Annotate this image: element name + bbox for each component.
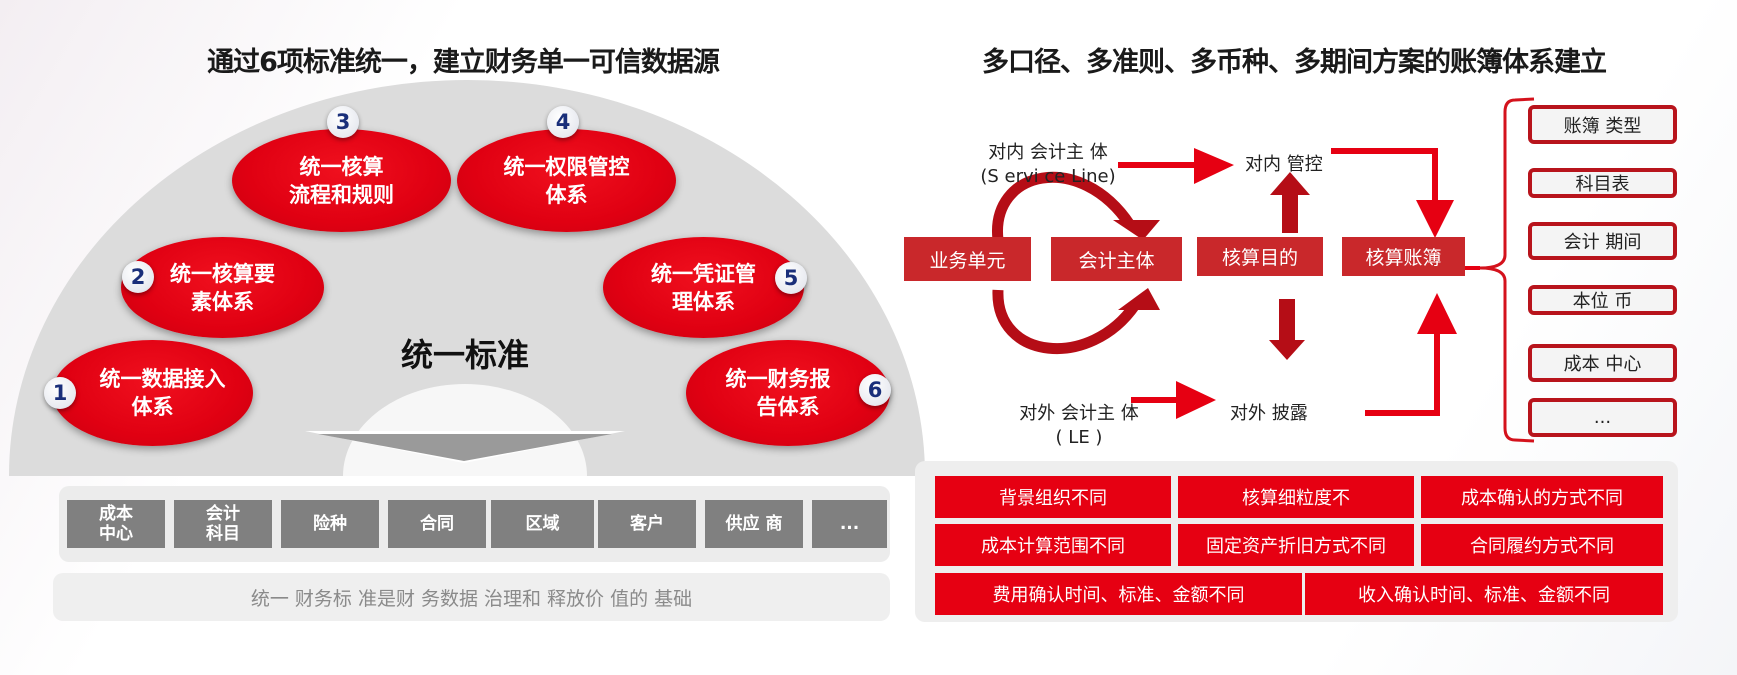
standard-6: 统一财务报 告体系 — [686, 340, 890, 446]
arrow-up-icon — [1417, 293, 1457, 334]
internal-entity-label: 对内 会计主 体 (S ervi ce Line) — [980, 141, 1115, 189]
center-label: 统一标准 — [400, 336, 530, 374]
brace-icon — [1479, 97, 1535, 443]
category-line: 险种 — [313, 514, 347, 534]
right-title: 多口径、多准则、多币种、多期间方案的账簿体系建立 — [982, 47, 1607, 78]
difference-cell: 收入确认时间、标准、金额不同 — [1305, 573, 1663, 615]
flow-box-accounting-entity: 会计主体 — [1051, 237, 1182, 281]
ledger-item-more: ... — [1528, 398, 1677, 437]
standard-4: 统一权限管控 体系 — [457, 129, 676, 232]
standard-1: 统一数据接入 体系 — [52, 340, 253, 446]
arrow-right-icon — [1194, 148, 1234, 184]
external-disclosure-label: 对外 披露 — [1230, 403, 1308, 424]
badge-4: 4 — [547, 106, 579, 138]
category-line: 成本 — [99, 504, 133, 524]
category-customer: 客户 — [598, 500, 696, 548]
arrow-down-icon — [1269, 340, 1305, 360]
standard-line: 统一权限管控 — [503, 154, 630, 179]
arrow-right-icon — [1176, 381, 1216, 419]
category-line: 客户 — [630, 514, 664, 534]
standard-line: 体系 — [131, 395, 174, 419]
arrow-up-icon — [1270, 172, 1310, 195]
category-line: 中心 — [99, 524, 133, 544]
standard-line: 理体系 — [672, 289, 735, 314]
category-region: 区域 — [491, 500, 594, 548]
difference-cell: 合同履约方式不同 — [1421, 524, 1663, 566]
footer-caption: 统一 财务标 准是财 务数据 治理和 释放价 值的 基础 — [53, 573, 890, 621]
standard-line: 告体系 — [756, 395, 820, 419]
difference-cell: 成本确认的方式不同 — [1421, 476, 1663, 518]
standard-line: 流程和规则 — [289, 182, 394, 207]
flow-box-accounting-purpose: 核算目的 — [1197, 237, 1323, 276]
category-more: ... — [812, 500, 887, 548]
standard-3: 统一核算 流程和规则 — [232, 129, 451, 232]
badge-2: 2 — [122, 261, 154, 293]
standard-line: 统一财务报 — [725, 367, 831, 391]
category-line: 合同 — [420, 514, 454, 534]
ledger-item-period: 会计 期间 — [1528, 222, 1677, 260]
cycle-arrow-bottom-icon — [992, 289, 1140, 354]
category-line: 会计 — [206, 504, 240, 524]
difference-cell: 核算细粒度不 — [1178, 476, 1414, 518]
category-contract: 合同 — [388, 500, 486, 548]
category-account: 会计 科目 — [174, 500, 272, 548]
badge-6: 6 — [859, 374, 891, 406]
down-arrow-icon — [305, 431, 625, 463]
category-line: 区域 — [525, 514, 560, 534]
ledger-item-type: 账簿 类型 — [1528, 105, 1677, 144]
badge-5: 5 — [775, 262, 807, 294]
cycle-arrow-bottom-head — [1118, 288, 1160, 310]
flow-box-ledger: 核算账簿 — [1342, 237, 1465, 276]
ledger-item-chart-of-accounts: 科目表 — [1528, 168, 1677, 198]
left-title: 通过6项标准统一，建立财务单一可信数据源 — [207, 47, 720, 78]
difference-cell: 费用确认时间、标准、金额不同 — [935, 573, 1302, 615]
standard-line: 体系 — [545, 182, 588, 207]
external-entity-line: ( LE ) — [1055, 427, 1103, 448]
external-entity-label: 对外 会计主 体 ( LE ) — [1019, 402, 1138, 450]
category-line: 科目 — [206, 524, 240, 544]
standard-line: 统一凭证管 — [651, 261, 756, 286]
external-entity-line: 对外 会计主 体 — [1019, 403, 1139, 424]
flow-arrows — [992, 97, 1535, 443]
category-cost-center: 成本 中心 — [67, 500, 165, 548]
standard-line: 统一核算要 — [170, 261, 275, 286]
ledger-item-currency: 本位 币 — [1528, 285, 1677, 315]
internal-entity-line: 对内 会计主 体 — [988, 142, 1108, 163]
standard-5: 统一凭证管 理体系 — [603, 237, 804, 338]
difference-cell: 成本计算范围不同 — [935, 524, 1171, 566]
difference-cell: 背景组织不同 — [935, 476, 1171, 518]
category-line: 供应 商 — [725, 514, 783, 534]
standard-line: 统一核算 — [299, 154, 384, 179]
internal-entity-line: (S ervi ce Line) — [980, 166, 1116, 187]
cycle-arrow-top-head — [1113, 220, 1160, 240]
flow-box-business-unit: 业务单元 — [904, 237, 1031, 281]
badge-1: 1 — [44, 377, 76, 409]
cycle-arrow-top-icon — [992, 171, 1135, 241]
ledger-item-cost-center: 成本 中心 — [1528, 344, 1677, 382]
badge-3: 3 — [327, 106, 359, 138]
internal-control-label: 对内 管控 — [1245, 154, 1323, 175]
standard-2: 统一核算要 素体系 — [121, 237, 324, 338]
category-line: ... — [839, 514, 860, 534]
standard-line: 素体系 — [191, 289, 254, 314]
standard-line: 统一数据接入 — [99, 367, 226, 391]
arrow-down-icon — [1416, 200, 1454, 238]
difference-cell: 固定资产折旧方式不同 — [1178, 524, 1414, 566]
category-supplier: 供应 商 — [705, 500, 803, 548]
category-insurance: 险种 — [281, 500, 379, 548]
